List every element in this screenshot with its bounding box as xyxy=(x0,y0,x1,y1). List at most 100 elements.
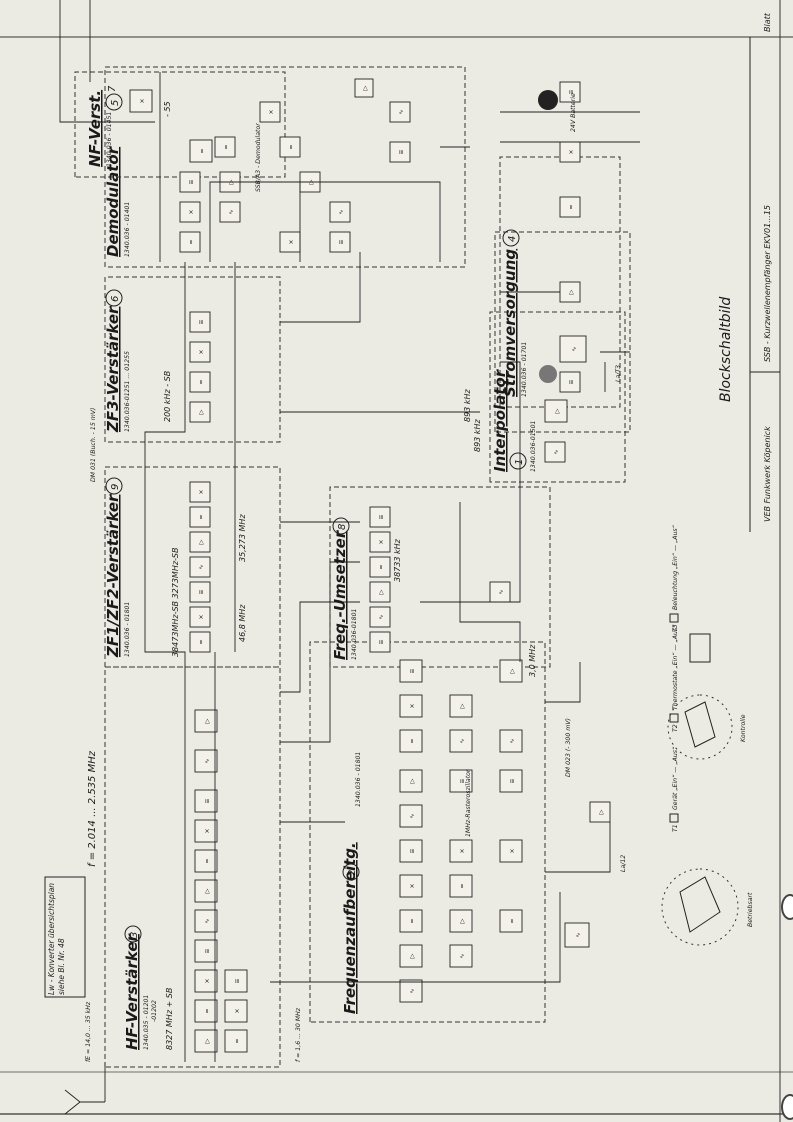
scan-dot xyxy=(538,90,558,110)
block-symbol: ▷ xyxy=(198,539,205,544)
block-symbol: ≡ xyxy=(204,798,211,803)
block-symbol: ∿ xyxy=(378,614,385,619)
module-label-zf3: 200 kHz - SB xyxy=(163,371,172,422)
signal-dm: DM 023 (- 300 mV) xyxy=(565,718,572,777)
block-symbol: ∿ xyxy=(409,813,416,818)
module-label-umsetzer: 38733 kHz xyxy=(393,538,402,582)
block-symbol: ▷ xyxy=(459,918,466,923)
module-num-strom: 4 xyxy=(507,236,518,242)
block-symbol: ▷ xyxy=(598,809,605,814)
module-title-zf3: ZF3-Verstärker xyxy=(104,305,122,433)
signal-f-low: f = 1,6 ... 30 MHz xyxy=(295,1007,302,1062)
block-symbol: ▷ xyxy=(204,718,211,723)
legend: T1 Gerät „Ein“ — „Aus“ T2 Thermostate „E… xyxy=(670,524,679,832)
block-symbol: ∿ xyxy=(228,209,235,214)
module-label-hf: 8327 MHz + SB xyxy=(165,988,174,1050)
module-num-umsetzer: 8 xyxy=(337,524,348,530)
block-symbol: ≈ xyxy=(223,144,230,149)
module-part-strom: 1340.036 - 01701 xyxy=(521,342,528,397)
block-symbol: ▷ xyxy=(204,1038,211,1043)
module-part-hf: 1340.035 - 01201 xyxy=(143,995,150,1050)
block-symbol: × xyxy=(409,703,416,708)
block-symbol: ≈ xyxy=(198,639,205,644)
block-symbol: ≡ xyxy=(188,179,195,184)
block-symbol: ∿ xyxy=(509,738,516,743)
block-symbol: ∿ xyxy=(204,918,211,923)
signal-la-t3: La/T3 xyxy=(615,365,622,382)
module-title-strom: Stromversorgung xyxy=(501,249,519,397)
legend-key: T2 xyxy=(672,724,679,732)
block-symbol: × xyxy=(409,883,416,888)
block-symbol: ▷ xyxy=(378,589,385,594)
block-symbol: ≈ xyxy=(204,858,211,863)
block-symbol: ∿ xyxy=(459,953,466,958)
company: VEB Funkwerk Köpenick xyxy=(763,426,772,522)
signal-3mhz: 3,0 MHz xyxy=(528,644,537,677)
module-title-hf: HF-Verstärker xyxy=(123,932,141,1050)
block-symbol: ≈ xyxy=(568,204,575,209)
legend-key: T1 xyxy=(672,824,679,832)
block-symbol: ≡ xyxy=(338,239,345,244)
block-symbol: ≡ xyxy=(409,668,416,673)
module-num-interp: 1 xyxy=(514,459,525,465)
dial-label: Betriebsart xyxy=(746,892,754,927)
scan-dot xyxy=(539,365,557,383)
block-symbol: × xyxy=(198,349,205,354)
block-symbol: ≡ xyxy=(198,319,205,324)
lw-note-wrap: Lw - Konverter übersichtsplan siehe Bl. … xyxy=(47,879,83,995)
module-label-nf: - 55 xyxy=(163,101,172,117)
block-symbol: ▷ xyxy=(362,85,369,90)
module-label-demod: SSB/A3 - Demodulator xyxy=(254,123,262,192)
module-part-umsetzer: 1340.036-01801 xyxy=(351,609,358,660)
block-symbol: ▷ xyxy=(568,289,575,294)
module-label-interp: 893 kHz xyxy=(463,389,472,422)
block-symbol: ≈ xyxy=(199,148,206,153)
block-symbol: × xyxy=(198,614,205,619)
block-symbol: × xyxy=(139,98,146,103)
sheet-label: Blatt xyxy=(763,12,772,32)
block-symbol: ∿ xyxy=(338,209,345,214)
block-symbol: ≡ xyxy=(234,978,241,983)
signal-893khz: 893 kHz xyxy=(473,419,482,452)
block-symbol: ≈ xyxy=(198,379,205,384)
block-symbol: ≡ xyxy=(204,948,211,953)
legend-item: Beleuchtung „Ein“ — „Aus“ xyxy=(671,524,679,610)
block-symbol: × xyxy=(378,539,385,544)
block-symbol: ≈ xyxy=(234,1038,241,1043)
block-symbol: ≡ xyxy=(378,639,385,644)
signal-468mhz: 46,8 MHz xyxy=(238,604,247,642)
block-symbol: ▷ xyxy=(409,953,416,958)
legend-item: Thermostate „Ein“ — „Aus“ xyxy=(671,624,679,710)
module-num-hf: 3 xyxy=(129,932,140,938)
block-symbol: ▷ xyxy=(459,703,466,708)
block-symbol: ▷ xyxy=(554,408,561,413)
block-symbol: ≈ xyxy=(409,918,416,923)
module-title-nf: NF-Verst. xyxy=(86,90,104,167)
module-label-freq: 1MHz-Rasteroszillator xyxy=(464,769,472,837)
block-symbol: × xyxy=(268,109,275,114)
block-symbol: ≈ xyxy=(459,883,466,888)
block-symbol: ≡ xyxy=(509,778,516,783)
block-symbol: ≡ xyxy=(378,514,385,519)
block-symbol: ≡ xyxy=(398,149,405,154)
block-symbol: ≈ xyxy=(288,144,295,149)
module-part-zf3: 1340.036-01251 ... 01255 xyxy=(124,351,131,432)
module-num-zf3: 6 xyxy=(110,296,121,302)
block-symbol: ∿ xyxy=(398,109,405,114)
binding-hole xyxy=(782,1095,793,1119)
block-symbol: ≈ xyxy=(378,564,385,569)
block-symbol: ≈ xyxy=(188,239,195,244)
module-part-interp: 1340.036-01501 xyxy=(530,421,537,472)
diagram-title: Blockschaltbild xyxy=(718,297,734,402)
module-title-umsetzer: Freq.-Umsetzer xyxy=(331,529,349,660)
signal-dm2: DM 031 (Buch. - 15 mV) xyxy=(90,408,97,482)
block-symbol: × xyxy=(204,828,211,833)
signal-la12: La/12 xyxy=(620,855,627,872)
module-num-nf: 7 xyxy=(107,85,118,92)
block-symbol: × xyxy=(234,1008,241,1013)
block-symbol: × xyxy=(288,239,295,244)
block-symbol: ≡ xyxy=(409,848,416,853)
block-symbol: ▷ xyxy=(204,888,211,893)
